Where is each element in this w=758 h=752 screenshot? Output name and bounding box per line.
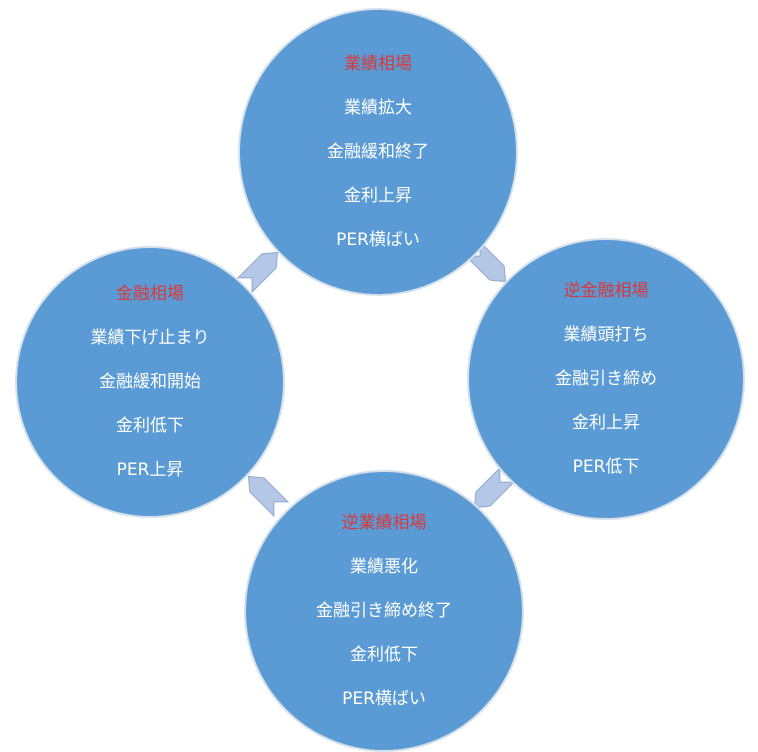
phase-circle-reverse-earnings-market: 逆業績相場 業績悪化 金融引き締め終了 金利低下 PER横ばい [244,470,524,752]
phase-circle-earnings-market: 業績相場 業績拡大 金融緩和終了 金利上昇 PER横ばい [238,8,518,296]
arrow-down-left [473,466,516,509]
arrow-left-up [247,475,290,518]
phase-item: 金利上昇 [344,186,412,206]
phase-item: PER横ばい [336,230,420,250]
arrow-up-right [236,251,279,294]
phase-title: 逆金融相場 [563,281,649,301]
phase-item: 業績頭打ち [563,325,649,345]
phase-item: 金融緩和終了 [327,142,429,162]
phase-item: 業績悪化 [350,557,418,577]
phase-item: PER低下 [572,457,640,477]
phase-item: 業績拡大 [344,98,412,118]
phase-item: PER横ばい [342,689,426,709]
arrow-right-down [464,240,507,283]
phase-item: 金融引き締め [555,369,657,389]
phase-item: 業績下げ止まり [90,328,210,348]
phase-item: 金融引き締め終了 [316,601,452,621]
phase-item: 金利上昇 [572,413,640,433]
phase-item: 金融緩和開始 [99,372,201,392]
phase-item: 金利低下 [350,645,418,665]
phase-item: 金利低下 [116,416,184,436]
phase-title: 金融相場 [116,284,184,304]
phase-item: PER上昇 [116,460,184,480]
phase-circle-reverse-financial-market: 逆金融相場 業績頭打ち 金融引き締め 金利上昇 PER低下 [467,238,745,520]
phase-title: 逆業績相場 [341,513,427,533]
phase-title: 業績相場 [344,54,412,74]
phase-circle-financial-market: 金融相場 業績下げ止まり 金融緩和開始 金利低下 PER上昇 [15,246,285,518]
